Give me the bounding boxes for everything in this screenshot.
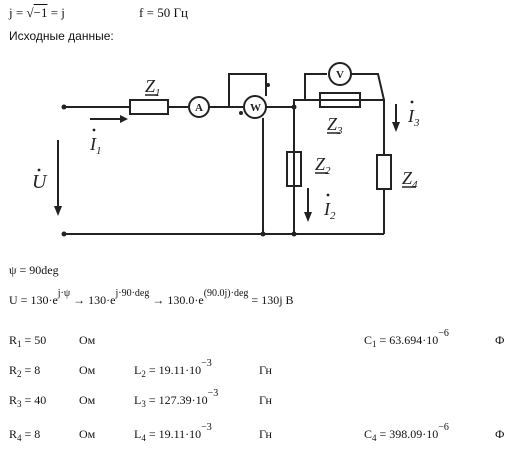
- l4-value: L4 = 19.11·10−3: [134, 422, 212, 443]
- psi-value: = 90deg: [19, 263, 59, 277]
- r1-unit: Ом: [79, 333, 96, 347]
- ammeter-letter: A: [195, 102, 203, 114]
- i2-label: I2: [323, 199, 336, 222]
- z1-resistor: [129, 99, 169, 115]
- z3-label: Z3: [327, 114, 343, 137]
- z4-label: Z4: [402, 168, 418, 191]
- psi-symbol: ψ: [9, 263, 17, 277]
- arrow-icon: →: [73, 293, 86, 307]
- r4-unit: Ом: [79, 427, 96, 441]
- i1-label: I1: [89, 134, 102, 157]
- psi-definition: ψ = 90deg: [9, 263, 59, 278]
- u-label: U: [32, 171, 48, 193]
- circuit-diagram: Z1 Z3 Z2 Z4 I1 I2 I3 U A W V: [32, 62, 420, 237]
- u-symbol: U: [9, 293, 18, 307]
- i3-label: I3: [407, 106, 420, 129]
- r3-value: R3 = 40: [9, 393, 47, 409]
- c4-value: C4 = 398.09·10−6: [364, 422, 449, 443]
- r3-unit: Ом: [79, 393, 96, 407]
- frequency-definition: f = 50 Гц: [139, 5, 188, 20]
- r4-value: R4 = 8: [9, 427, 41, 443]
- arrow-icon: →: [152, 293, 165, 307]
- voltmeter-letter: V: [336, 69, 344, 81]
- f-label: f: [139, 5, 144, 20]
- j-value: j: [61, 5, 65, 20]
- c1-value: C1 = 63.694·10−6: [364, 328, 449, 349]
- r2-value: R2 = 8: [9, 363, 41, 379]
- l3-value: L3 = 127.39·10−3: [134, 388, 219, 409]
- f-unit: Гц: [173, 5, 188, 20]
- input-terminal-top: [61, 104, 67, 110]
- c1-unit: Ф: [495, 333, 505, 347]
- l2-unit: Гн: [259, 363, 272, 377]
- equals-sign: =: [15, 5, 24, 20]
- u-expr1: 130·e: [30, 293, 58, 307]
- c4-unit: Ф: [495, 427, 505, 441]
- u-expr2: 130·e: [88, 293, 116, 307]
- r1-value: R1 = 50: [9, 333, 47, 349]
- section-title: Исходные данные:: [9, 29, 114, 43]
- l4-unit: Гн: [259, 427, 272, 441]
- u-expr3: 130.0·e: [167, 293, 204, 307]
- wattmeter-letter: W: [250, 102, 261, 114]
- l2-value: L2 = 19.11·10−3: [134, 358, 212, 379]
- z1-label: Z1: [145, 76, 161, 99]
- z2-resistor: [286, 151, 302, 187]
- r2-unit: Ом: [79, 363, 96, 377]
- input-terminal-bottom: [61, 231, 67, 237]
- voltage-equation: U = 130·ej·ψ → 130·ej·90·deg → 130.0·e(9…: [9, 288, 294, 307]
- z2-label: Z2: [315, 154, 331, 177]
- u-result: = 130j: [251, 293, 283, 307]
- j-definition: j = √−1 = j: [9, 5, 65, 20]
- z3-resistor: [319, 92, 361, 108]
- z4-resistor: [376, 154, 392, 190]
- sqrt-icon: √: [26, 5, 34, 20]
- sqrt-argument: −1: [33, 5, 48, 20]
- j-symbol: j: [9, 5, 13, 20]
- l3-unit: Гн: [259, 393, 272, 407]
- f-value: 50: [157, 5, 171, 20]
- u-unit: В: [285, 293, 294, 307]
